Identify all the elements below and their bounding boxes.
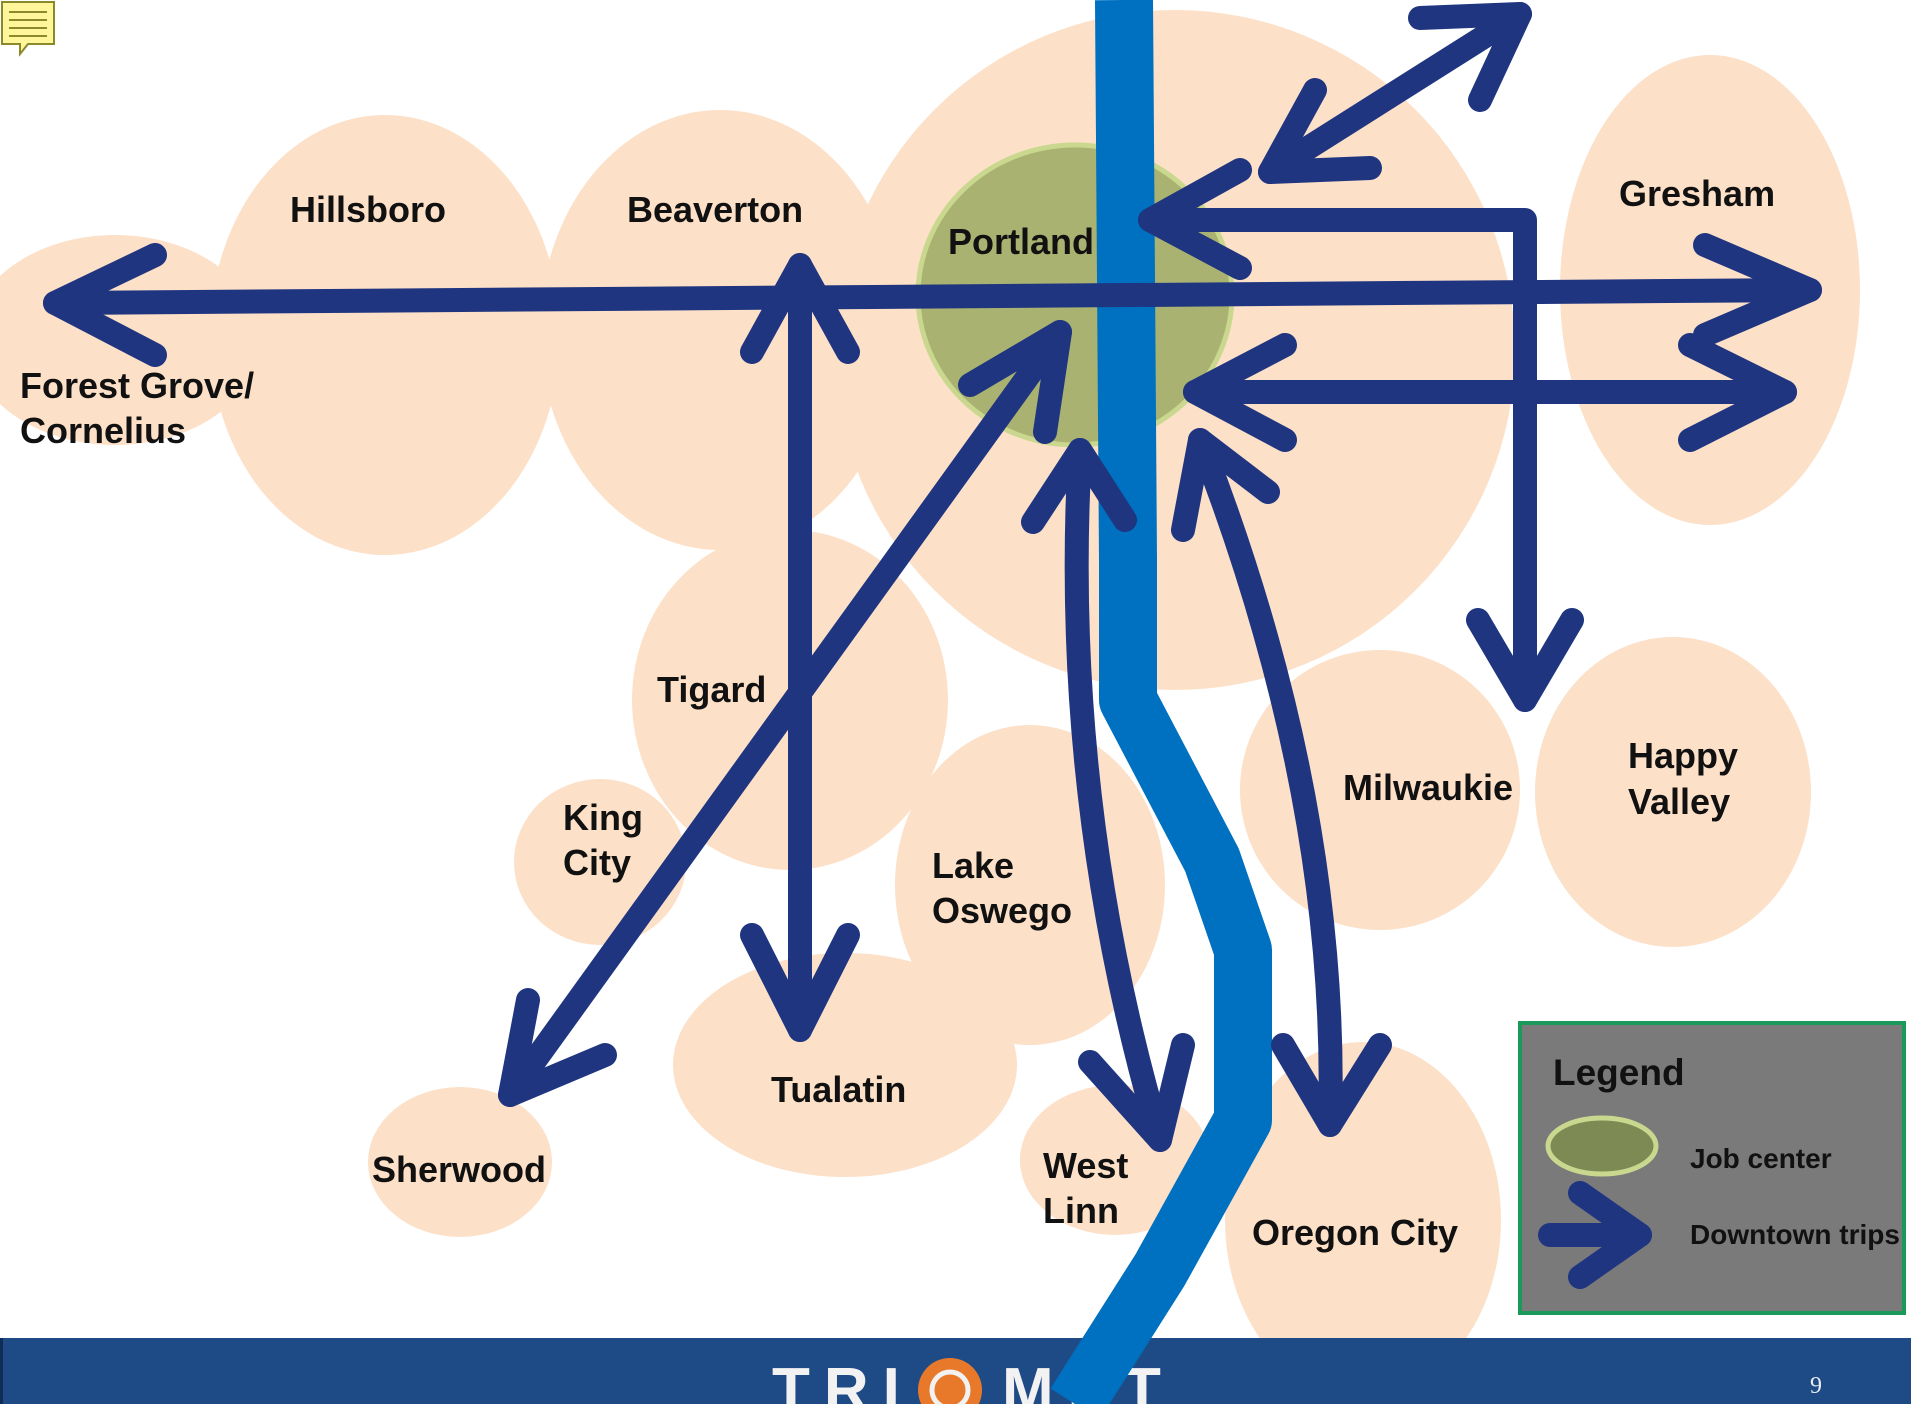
label-happy-valley-line1: Happy <box>1628 735 1738 776</box>
region-oregon-city <box>1225 1042 1501 1398</box>
label-gresham: Gresham <box>1619 173 1775 214</box>
arrow-sherwood-portland-line <box>498 320 1072 1107</box>
arrow-oregon-city-curve <box>1188 428 1343 1137</box>
label-lake-oswego-line2: Oswego <box>932 890 1072 931</box>
downtown-trip-arrows <box>43 2 1822 1152</box>
label-forest-grove-line2: Cornelius <box>20 410 186 451</box>
city-labels: Hillsboro Beaverton Portland Gresham For… <box>20 173 1775 1253</box>
arrow-head-gresham-upper <box>1693 233 1822 347</box>
label-oregon-city: Oregon City <box>1252 1212 1458 1253</box>
region-happy-valley <box>1535 637 1811 947</box>
logo-text-left: TRI <box>772 1356 914 1404</box>
arrow-head-portland-from-oc <box>1171 428 1280 542</box>
arrow-head-tualatin <box>740 923 860 1042</box>
label-lake-oswego: Lake Oswego <box>932 845 1072 931</box>
arrow-west-linn-curve <box>1064 438 1172 1152</box>
label-forest-grove-line1: Forest Grove/ <box>20 365 254 406</box>
legend-downtown-trips-label: Downtown trips <box>1690 1219 1900 1250</box>
arrow-head-oregon-city <box>1271 1033 1392 1137</box>
willamette-river-outlet <box>1050 1254 1185 1404</box>
region-tualatin <box>673 953 1017 1177</box>
label-portland: Portland <box>948 221 1094 262</box>
arrow-head-beaverton <box>740 253 860 364</box>
willamette-river <box>1050 0 1272 1404</box>
label-happy-valley-line2: Valley <box>1628 781 1730 822</box>
legend-title: Legend <box>1553 1052 1685 1093</box>
label-lake-oswego-line1: Lake <box>932 845 1014 886</box>
arrow-head-portland-from-sw <box>958 320 1072 444</box>
arrow-west-east-line <box>43 278 1822 315</box>
legend-job-center-label: Job center <box>1690 1143 1832 1174</box>
arrow-head-happy-valley <box>1466 608 1584 712</box>
label-forest-grove: Forest Grove/ Cornelius <box>20 365 264 451</box>
trimet-logo: TRI MET <box>772 1356 1161 1404</box>
footer: TRI MET 9 <box>0 1338 1911 1404</box>
arrow-head-portland-from-wl <box>1021 438 1137 534</box>
arrow-head-portland-from-east <box>1183 333 1297 452</box>
arrow-head-sherwood <box>498 988 617 1107</box>
label-west-linn-line2: Linn <box>1043 1190 1119 1231</box>
label-king-city-line1: King <box>563 797 643 838</box>
label-happy-valley: Happy Valley <box>1628 735 1748 822</box>
label-king-city-line2: City <box>563 842 631 883</box>
arrow-head-portland-from-hv <box>1138 158 1252 280</box>
label-tigard: Tigard <box>657 669 766 710</box>
arrow-head-forest-grove <box>43 243 167 367</box>
label-king-city: King City <box>563 797 653 883</box>
arrow-northeast-line <box>1258 2 1532 184</box>
arrow-head-northeast <box>1408 2 1532 112</box>
arrow-head-west-linn <box>1078 1033 1195 1152</box>
arrow-head-gresham-lower <box>1678 333 1797 452</box>
label-hillsboro: Hillsboro <box>290 189 446 230</box>
sticky-note-icon[interactable] <box>1 1 55 57</box>
arrow-portland-happy-valley-line <box>1138 208 1537 712</box>
footer-left-edge <box>0 1338 3 1404</box>
label-sherwood: Sherwood <box>372 1149 546 1190</box>
label-milwaukie: Milwaukie <box>1343 767 1513 808</box>
label-west-linn-line1: West <box>1043 1145 1128 1186</box>
downtown-trip-arrow-icon <box>1538 1181 1652 1289</box>
label-west-linn: West Linn <box>1043 1145 1138 1231</box>
label-tualatin: Tualatin <box>771 1069 906 1110</box>
label-beaverton: Beaverton <box>627 189 803 230</box>
page-number: 9 <box>1810 1373 1822 1399</box>
job-center-swatch-icon <box>1545 1115 1659 1177</box>
region-hillsboro <box>210 115 560 555</box>
legend: Legend Job center Downtown trips <box>1518 1021 1906 1315</box>
arrow-head-portland-from-ne <box>1258 78 1382 184</box>
region-sherwood <box>368 1087 552 1237</box>
